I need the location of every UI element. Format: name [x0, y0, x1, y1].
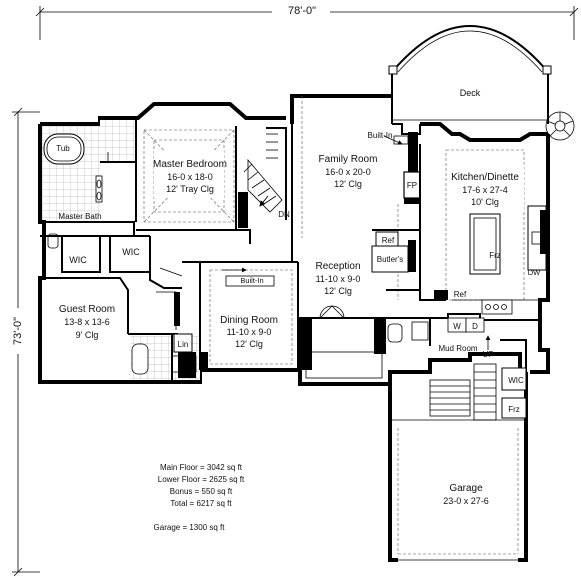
- ref-kitchen-label: Ref: [454, 290, 467, 299]
- reception-size: 11-10 x 9-0: [316, 274, 361, 284]
- garage-size: 23-0 x 27-6: [443, 496, 489, 506]
- butlers-pantry: Ref Butler's: [371, 229, 421, 291]
- family-room-name: Family Room: [319, 154, 378, 165]
- deck: Deck: [388, 25, 575, 141]
- area-lower-floor: Lower Floor = 2625 sq ft: [158, 475, 245, 484]
- master-bedroom-ceiling: 12' Tray Clg: [166, 184, 214, 194]
- dw-label: DW: [528, 268, 541, 277]
- guest-room-name: Guest Room: [59, 304, 115, 315]
- area-garage: Garage = 1300 sq ft: [154, 523, 226, 532]
- garage-name: Garage: [449, 483, 483, 494]
- family-room-ceiling: 12' Clg: [334, 179, 362, 189]
- area-total: Total = 6217 sq ft: [170, 499, 232, 508]
- built-in-dining-label: Built-In: [240, 276, 263, 285]
- garage: Garage 23-0 x 27-6: [390, 419, 526, 561]
- built-in-family-label: Built-In: [368, 131, 393, 140]
- frz-kitchen-label: Frz: [489, 251, 501, 260]
- dining-room-size: 11-10 x 9-0: [227, 327, 272, 337]
- area-bonus: Bonus = 550 sq ft: [170, 487, 233, 496]
- tub-label: Tub: [56, 144, 70, 153]
- dining-room-ceiling: 12' Clg: [235, 339, 263, 349]
- wic-master-right-label: WIC: [122, 247, 140, 257]
- lin-label: Lin: [178, 340, 189, 349]
- mud-room: W D Mud Room UP WIC: [386, 313, 540, 391]
- kitchen-ceiling: 10' Clg: [471, 197, 499, 207]
- master-bath-fixtures: Master Bath: [47, 152, 136, 249]
- fp-label: FP: [407, 181, 417, 190]
- area-main-floor: Main Floor = 3042 sq ft: [160, 463, 243, 472]
- washer-label: W: [453, 322, 461, 331]
- dryer-label: D: [472, 322, 478, 331]
- mud-room-label: Mud Room: [438, 344, 477, 353]
- ref-butler-label: Ref: [382, 236, 395, 245]
- family-room: FP Built-In Family Room 16-0 x 20-0 12' …: [291, 96, 421, 300]
- wic-mud-label: WIC: [508, 376, 524, 385]
- dining-room-name: Dining Room: [220, 315, 278, 326]
- master-bedroom-name: Master Bedroom: [153, 159, 227, 170]
- guest-room: Guest Room 13-8 x 13-6 9' Clg: [40, 277, 178, 340]
- reception: Reception 11-10 x 9-0 12' Clg: [298, 261, 386, 379]
- dining-room: Built-In Dining Room 11-10 x 9-0 12' Clg: [199, 261, 299, 370]
- master-shower-tile: [100, 120, 136, 162]
- deck-label: Deck: [460, 88, 481, 98]
- guest-bath: Lin: [130, 333, 200, 380]
- master-bath-label: Master Bath: [58, 212, 101, 221]
- tub: Tub: [43, 133, 85, 165]
- guest-room-ceiling: 9' Clg: [76, 330, 99, 340]
- frz-garage-label: Frz: [508, 405, 520, 414]
- width-dimension-label: 78'-0": [288, 5, 316, 17]
- master-bedroom-size: 16-0 x 18-0: [167, 172, 213, 182]
- master-bedroom: Master Bedroom 16-0 x 18-0 12' Tray Clg: [135, 118, 236, 231]
- family-room-size: 16-0 x 20-0: [325, 167, 371, 177]
- dn-label: DN: [278, 210, 290, 219]
- kitchen-size: 17-6 x 27-4: [462, 185, 508, 195]
- guest-room-size: 13-8 x 13-6: [64, 317, 110, 327]
- wic-master-left-label: WIC: [69, 255, 87, 265]
- kitchen-dinette: Kitchen/Dinette 17-6 x 27-4 10' Clg Frz …: [445, 149, 547, 315]
- reception-ceiling: 12' Clg: [324, 286, 352, 296]
- depth-dimension-label: 73'-0": [12, 317, 24, 345]
- stair-down: DN: [235, 126, 290, 244]
- kitchen-name: Kitchen/Dinette: [451, 172, 519, 183]
- width-dimension: 78'-0": [35, 3, 579, 40]
- area-summary: Main Floor = 3042 sq ft Lower Floor = 26…: [154, 463, 245, 532]
- butlers-label: Butler's: [377, 255, 403, 264]
- depth-dimension: 73'-0": [8, 107, 40, 577]
- up-label: UP: [482, 350, 493, 359]
- reception-name: Reception: [315, 261, 360, 272]
